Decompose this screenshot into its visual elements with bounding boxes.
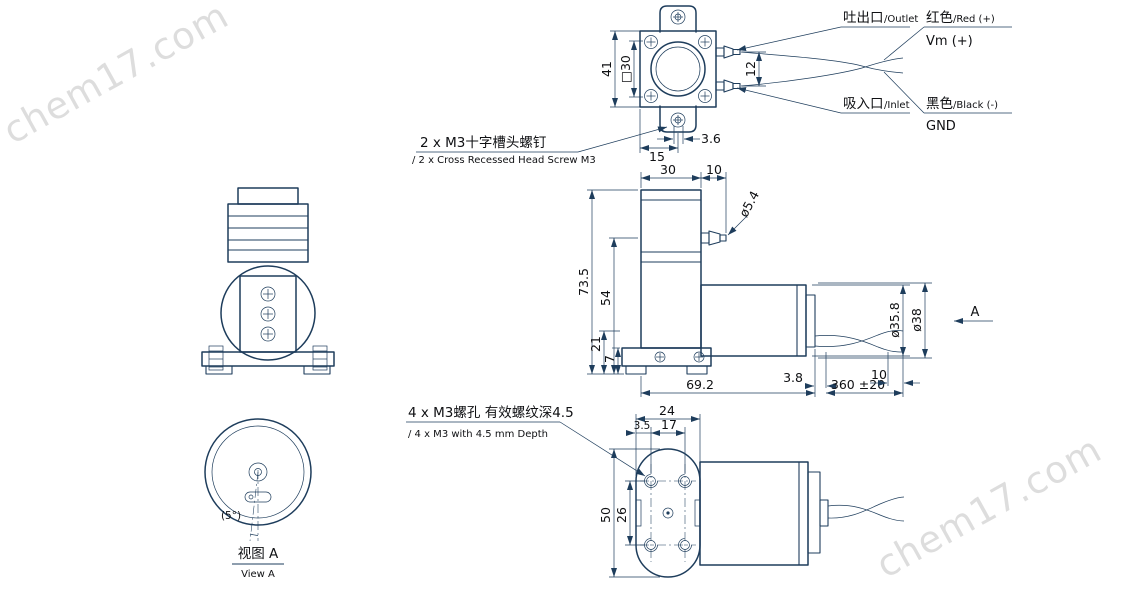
port-wiring-labels: 吐出口 /Outlet 红色 /Red (+) Vm (+) 吸入口 /Inle… bbox=[736, 9, 1012, 134]
screw-note: 2 x M3十字槽头螺钉 / 2 x Cross Recessed Head S… bbox=[412, 126, 668, 166]
dim-41-label: 41 bbox=[599, 61, 614, 77]
angle-label: (5°) bbox=[221, 510, 241, 522]
top-mount-tab bbox=[659, 5, 697, 33]
outlet-label-cn: 吐出口 bbox=[843, 10, 884, 26]
black-wire-label-en: /Black (-) bbox=[953, 100, 998, 111]
dim-3-6-label: 3.6 bbox=[701, 131, 721, 146]
dim-15-label: 15 bbox=[649, 149, 665, 164]
base-foot bbox=[205, 365, 233, 375]
pump-body-outline bbox=[639, 30, 717, 108]
dim-24-label: 24 bbox=[659, 403, 675, 418]
base-foot bbox=[303, 365, 331, 375]
top-view-dimensions: 41 □30 12 3.6 15 bbox=[599, 30, 766, 164]
dim-hole-label: ø5.4 bbox=[736, 188, 762, 219]
tap-note: 4 x M3螺孔 有效螺纹深4.5 / 4 x M3 with 4.5 mm D… bbox=[406, 405, 646, 477]
dim-21-label: 21 bbox=[588, 336, 603, 352]
inlet-port bbox=[715, 79, 741, 93]
dim-10-label: 10 bbox=[706, 162, 722, 177]
inlet-label-en: /Inlet bbox=[884, 100, 910, 111]
red-wire-label-en: /Red (+) bbox=[953, 14, 995, 25]
lead-wire bbox=[740, 51, 904, 74]
view-a-title-cn: 视图 A bbox=[238, 546, 279, 562]
dim-30-label: 30 bbox=[660, 162, 676, 177]
side-view-dimensions: 30 10 ø5.4 73.5 54 21 7 69.2 3.8 360 ±20… bbox=[576, 162, 993, 397]
lead-wire bbox=[827, 496, 905, 519]
dim-wire-end-label: 10 bbox=[871, 367, 887, 382]
center-hole bbox=[662, 507, 674, 519]
dim-motor-outer-label: ø38 bbox=[909, 308, 924, 332]
watermark-text: chem17.com bbox=[0, 0, 236, 153]
lead-wire bbox=[740, 57, 904, 87]
screw-note-cn: 2 x M3十字槽头螺钉 bbox=[420, 135, 546, 151]
base-foot bbox=[625, 365, 647, 375]
bottom-view bbox=[635, 448, 905, 578]
vm-label: Vm (+) bbox=[926, 34, 973, 49]
inlet-label-cn: 吸入口 bbox=[843, 96, 884, 112]
dim-26-label: 26 bbox=[614, 507, 629, 523]
tap-note-cn: 4 x M3螺孔 有效螺纹深4.5 bbox=[408, 405, 574, 421]
dim-17-label: 17 bbox=[661, 417, 677, 432]
base-flange bbox=[621, 347, 712, 367]
dim-7-label: 7 bbox=[602, 355, 617, 363]
screw-icon bbox=[644, 35, 712, 103]
view-arrow-label: A bbox=[971, 305, 980, 320]
watermark-top-left: chem17.com bbox=[0, 0, 236, 153]
dim-3-5-label: 3.5 bbox=[634, 420, 651, 432]
tab-screw-icon bbox=[670, 9, 686, 128]
view-a: (5°) 视图 A View A bbox=[204, 418, 312, 580]
motor-endcap bbox=[807, 471, 821, 554]
lead-wire bbox=[814, 335, 904, 353]
wire-exit-block bbox=[819, 499, 829, 527]
dim-wire-length-label: 360 ±20 bbox=[831, 377, 885, 392]
base-foot bbox=[686, 365, 708, 375]
left-side-view bbox=[201, 187, 335, 375]
outlet-label-en: /Outlet bbox=[884, 14, 918, 25]
base-screw-icon bbox=[654, 351, 705, 363]
side-port bbox=[700, 230, 727, 246]
top-view bbox=[639, 5, 904, 133]
motor-outline bbox=[699, 461, 809, 566]
watermark-bottom-right: chem17.com bbox=[869, 428, 1109, 587]
watermark-text: chem17.com bbox=[869, 428, 1109, 587]
red-wire-label-cn: 红色 bbox=[926, 9, 953, 26]
dim-motor-inner-label: ø35.8 bbox=[887, 302, 902, 338]
black-wire-label-cn: 黑色 bbox=[926, 95, 953, 112]
pump-head-outline bbox=[640, 189, 702, 349]
base-flange bbox=[201, 351, 335, 367]
dim-69-2-label: 69.2 bbox=[686, 377, 714, 392]
outlet-port bbox=[715, 45, 741, 59]
lead-wire bbox=[814, 330, 904, 347]
mount-bolt-icon bbox=[208, 345, 328, 371]
gnd-label: GND bbox=[926, 119, 956, 134]
pump-round-body bbox=[220, 265, 316, 361]
screw-icon bbox=[260, 286, 276, 342]
motor-endcap bbox=[805, 294, 816, 348]
bottom-view-dimensions: 24 3.5 17 50 26 bbox=[598, 403, 701, 578]
side-view bbox=[621, 189, 904, 375]
dim-54-label: 54 bbox=[598, 290, 613, 306]
dim-73-5-label: 73.5 bbox=[576, 268, 591, 296]
lead-wire bbox=[827, 504, 905, 522]
motor-outline bbox=[700, 284, 807, 357]
tap-note-en: / 4 x M3 with 4.5 mm Depth bbox=[408, 429, 548, 440]
view-a-title-en: View A bbox=[241, 569, 275, 580]
screw-note-en: / 2 x Cross Recessed Head Screw M3 bbox=[412, 155, 596, 166]
tapped-hole-icon bbox=[644, 474, 692, 552]
dim-12-label: 12 bbox=[743, 61, 758, 77]
dim-square30-label: □30 bbox=[618, 55, 633, 83]
dim-3-8-label: 3.8 bbox=[783, 370, 803, 385]
pump-head-circle bbox=[650, 41, 706, 97]
dim-50-label: 50 bbox=[598, 507, 613, 523]
